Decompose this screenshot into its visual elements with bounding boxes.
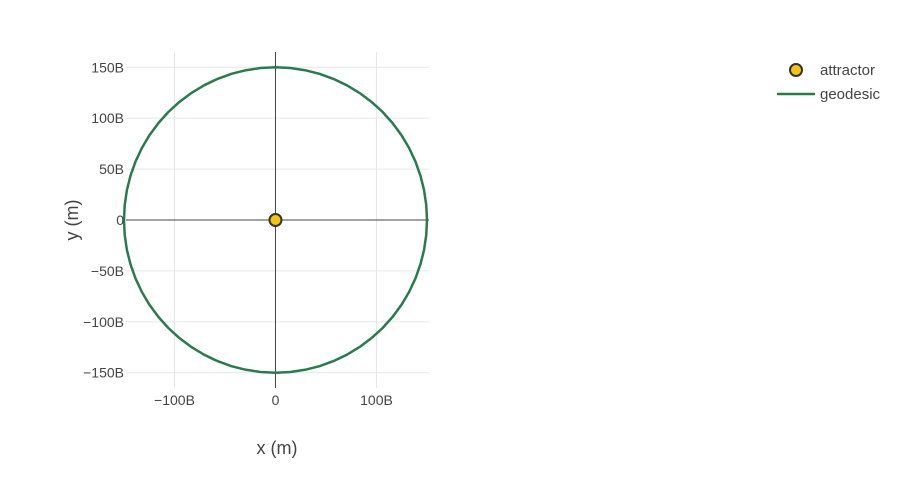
x-tick-label: 100B	[360, 392, 393, 408]
legend-label-attractor: attractor	[820, 62, 875, 79]
y-tick-label: −150B	[83, 365, 124, 381]
x-tick-label: 0	[272, 392, 280, 408]
data-point-attractor	[268, 213, 283, 227]
y-tick-label: −100B	[83, 314, 124, 330]
legend-label-geodesic: geodesic	[820, 86, 881, 103]
y-tick-label: −50B	[91, 263, 124, 279]
legend-item-attractor[interactable]: attractor	[789, 62, 875, 79]
y-tick-label: 100B	[91, 110, 124, 126]
series-line-geodesic	[122, 66, 429, 374]
plot-series	[122, 66, 429, 374]
y-axis-title: y (m)	[62, 200, 82, 241]
y-tick-label: 150B	[91, 59, 124, 75]
y-tick-label: 50B	[99, 161, 124, 177]
y-tick-labels: 150B 100B 50B 0 −50B −100B −150B	[83, 59, 124, 380]
y-tick-label: 0	[116, 212, 124, 228]
x-axis-title: x (m)	[257, 438, 298, 458]
legend-marker-icon	[789, 63, 803, 77]
legend-item-geodesic[interactable]: geodesic	[777, 86, 881, 103]
x-tick-label: −100B	[154, 392, 195, 408]
legend[interactable]: attractor geodesic	[777, 62, 881, 103]
x-tick-labels: −100B 0 100B	[154, 392, 393, 408]
